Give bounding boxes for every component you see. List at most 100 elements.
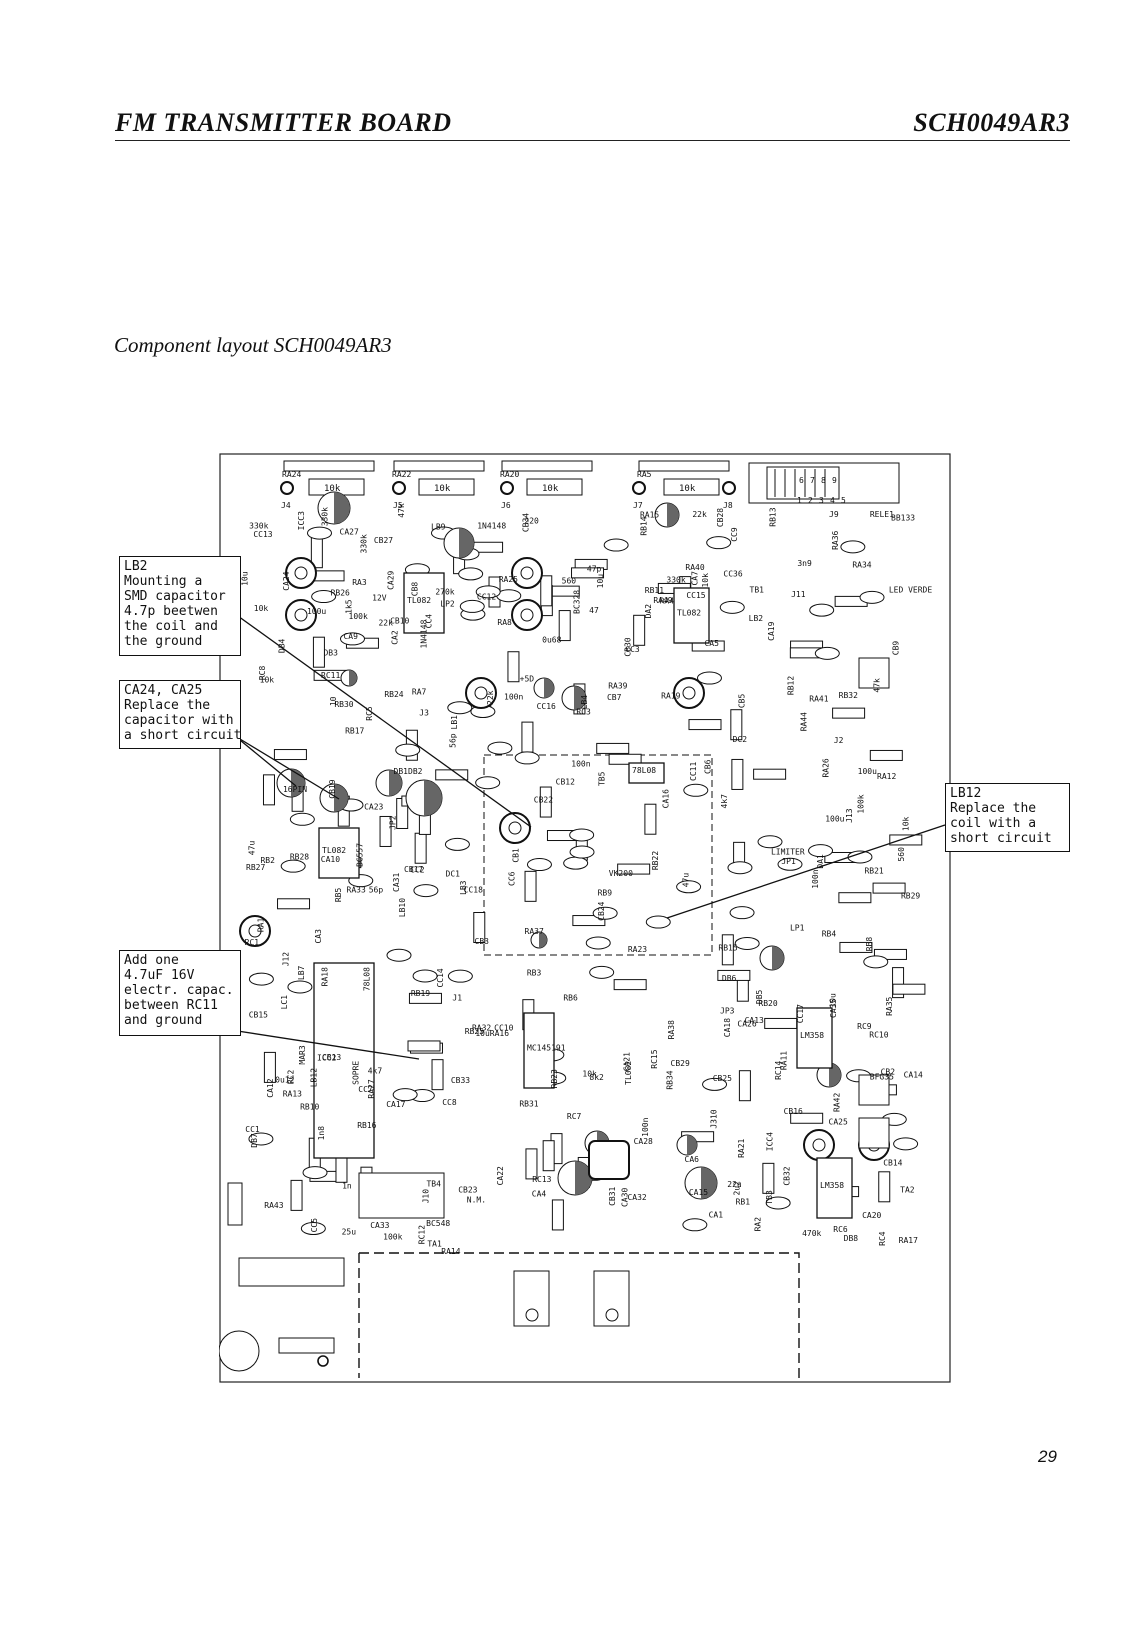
component-label: RA2 [754,1217,763,1232]
component-label: 330k [320,507,329,526]
component-label: J1 [452,994,462,1003]
connector-label: J4 [281,501,291,510]
electrolytic-capacitor-fill [772,946,784,970]
integrated-circuit-label: TL082 [677,609,701,618]
resistor [892,967,905,999]
component-label: CB28 [716,508,725,527]
component-label: CB2 [881,1068,896,1077]
capacitor [569,845,595,859]
figure-caption: Component layout SCH0049AR3 [114,333,392,357]
capacitor [412,969,438,983]
component-label: TB4 [426,1180,441,1189]
resistor [273,749,307,761]
component-label: RA32 [472,1023,491,1032]
component-label: CC3 [625,645,640,654]
component-label: 56p [369,885,384,894]
component-label: LIMITER [771,848,805,857]
capacitor [814,646,840,660]
component-label: DA1 [816,854,825,869]
resistor [839,941,873,953]
component-label: CB25 [713,1074,732,1083]
capacitor [392,1088,418,1102]
component-label: RA37 [525,927,544,936]
component-label: RB31 [519,1100,538,1109]
component-label: RC12 [418,1225,427,1244]
component-label: TA1 [427,1240,442,1249]
component-label: CB10 [390,617,409,626]
regulator-hole [525,1308,539,1322]
resistor [869,749,903,761]
component-label: SOPRE [352,1061,361,1085]
component-label: BC328 [572,590,581,614]
component-label: 560 [897,847,906,862]
component-label: RA43 [264,1201,283,1210]
component-label: J12 [281,952,290,967]
capacitor [683,783,709,797]
component-label: RA35 [885,996,894,1015]
component-label: RA27 [367,1079,376,1098]
resistor [838,892,872,904]
j9-pin-number: 8 [821,476,826,485]
component-label: CB9 [892,641,901,656]
component-label: LB10 [398,898,407,917]
capacitor [311,590,337,604]
capacitor [859,590,885,604]
component-label: DB3 [323,649,338,658]
component-label: RA44 [800,712,809,731]
component-label: CC6 [507,871,516,886]
resistor [277,898,311,910]
component-label: DB5 [755,989,764,1004]
component-label: RB20 [758,999,777,1008]
component-label: RA36 [831,530,840,549]
component-label: CA16 [662,789,671,808]
component-label: RB17 [345,727,364,736]
board-outline [219,453,951,1383]
trimmer-slot [294,566,308,580]
component-label: RA26 [821,758,830,777]
integrated-circuit [796,1007,833,1069]
resistor [730,709,743,741]
component-label: RC4 [878,1231,887,1246]
component-label: CA14 [904,1071,923,1080]
resistor [644,803,657,835]
component-label: RB25 [465,1027,484,1036]
component-label: CC15 [686,591,705,600]
component-label: CC12 [477,593,496,602]
component-label: CC4 [425,614,434,629]
component-label: TA2 [900,1186,915,1195]
component-label: CB16 [784,1107,803,1116]
j9-pin-number: 2 [808,496,813,505]
component-label: CA5 [704,639,719,648]
component-label: RA13 [283,1090,302,1099]
component-label: RC11 [321,671,340,680]
connector-hole [392,481,406,495]
capacitor [340,632,366,646]
capacitor [447,969,473,983]
component-label: RA42 [833,1093,842,1112]
component-label: CA31 [392,872,401,891]
capacitor [676,880,702,894]
j9-pin-number: 6 [799,476,804,485]
component-label: DC1 [446,870,461,879]
component-label: RA15 [640,511,659,520]
component-label: CA3 [314,929,323,944]
component-label: RB13 [768,507,777,526]
component-label: CC17 [796,1004,805,1023]
component-label: DB4 [277,638,286,653]
callout-lb2: LB2 Mounting a SMD capacitor 4.7p beetwe… [119,556,241,656]
electrolytic-capacitor-fill [667,503,679,527]
component-label: 47k [397,503,406,518]
capacitor [863,955,889,969]
component-label: RB12 [786,676,795,695]
component-label: CC11 [689,762,698,781]
resistor [540,575,553,607]
trimmer-slot [812,1138,826,1152]
component-label: 8k2 [589,1073,604,1082]
component-label: CA21 [623,1052,632,1071]
component-label: 1N4148 [420,619,429,648]
capacitor [487,741,513,755]
power-section-outline [358,1252,800,1378]
component-label: CA29 [387,570,396,589]
component-label: 330k [249,521,268,530]
capacitor [734,936,760,950]
